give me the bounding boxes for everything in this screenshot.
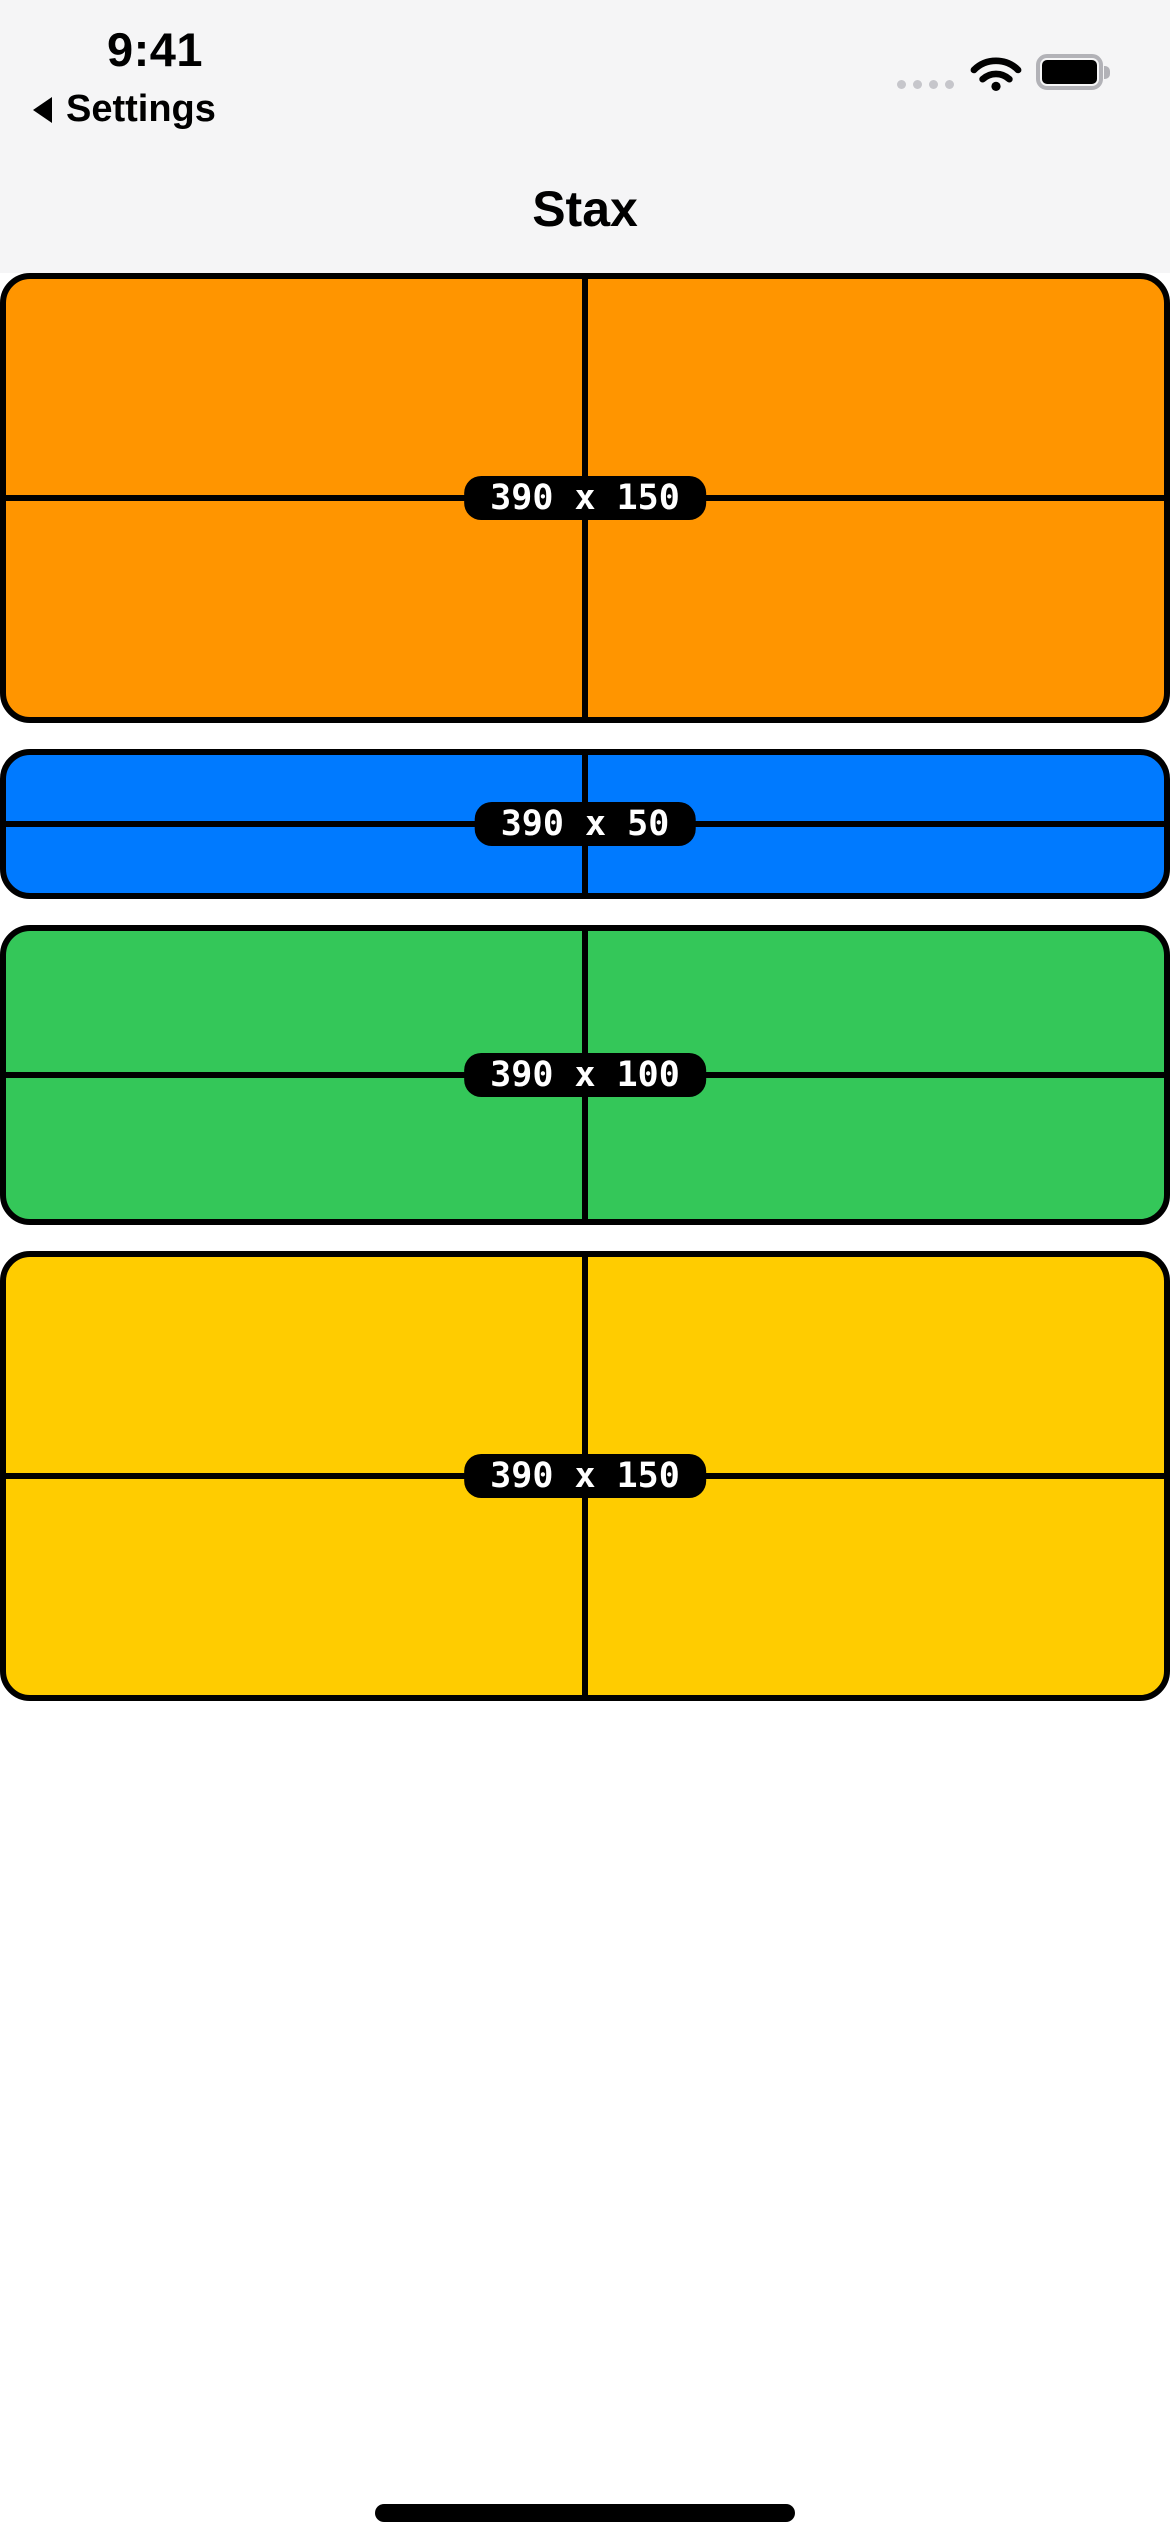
battery-icon bbox=[1036, 54, 1110, 90]
size-badge: 390 x 50 bbox=[474, 802, 696, 846]
page-title: Stax bbox=[532, 181, 638, 237]
back-to-settings-breadcrumb[interactable]: Settings bbox=[33, 88, 216, 131]
back-triangle-icon bbox=[33, 96, 52, 123]
measured-box-green: 390 x 100 bbox=[0, 925, 1170, 1225]
home-indicator[interactable] bbox=[375, 2504, 795, 2522]
measured-box-orange: 390 x 150 bbox=[0, 273, 1170, 723]
measured-box-yellow: 390 x 150 bbox=[0, 1251, 1170, 1701]
size-badge: 390 x 100 bbox=[464, 1053, 706, 1097]
cellular-signal-dots-icon bbox=[897, 79, 954, 89]
battery-fill bbox=[1042, 60, 1097, 84]
measured-box-blue: 390 x 50 bbox=[0, 749, 1170, 899]
wifi-icon bbox=[970, 57, 1022, 91]
size-badge: 390 x 150 bbox=[464, 1454, 706, 1498]
size-badge: 390 x 150 bbox=[464, 476, 706, 520]
status-bar-icons bbox=[897, 52, 1110, 92]
status-bar-time: 9:41 bbox=[106, 23, 204, 76]
navigation-bar: 9:41 Settings Stax bbox=[0, 0, 1170, 273]
breadcrumb-label: Settings bbox=[66, 88, 216, 130]
